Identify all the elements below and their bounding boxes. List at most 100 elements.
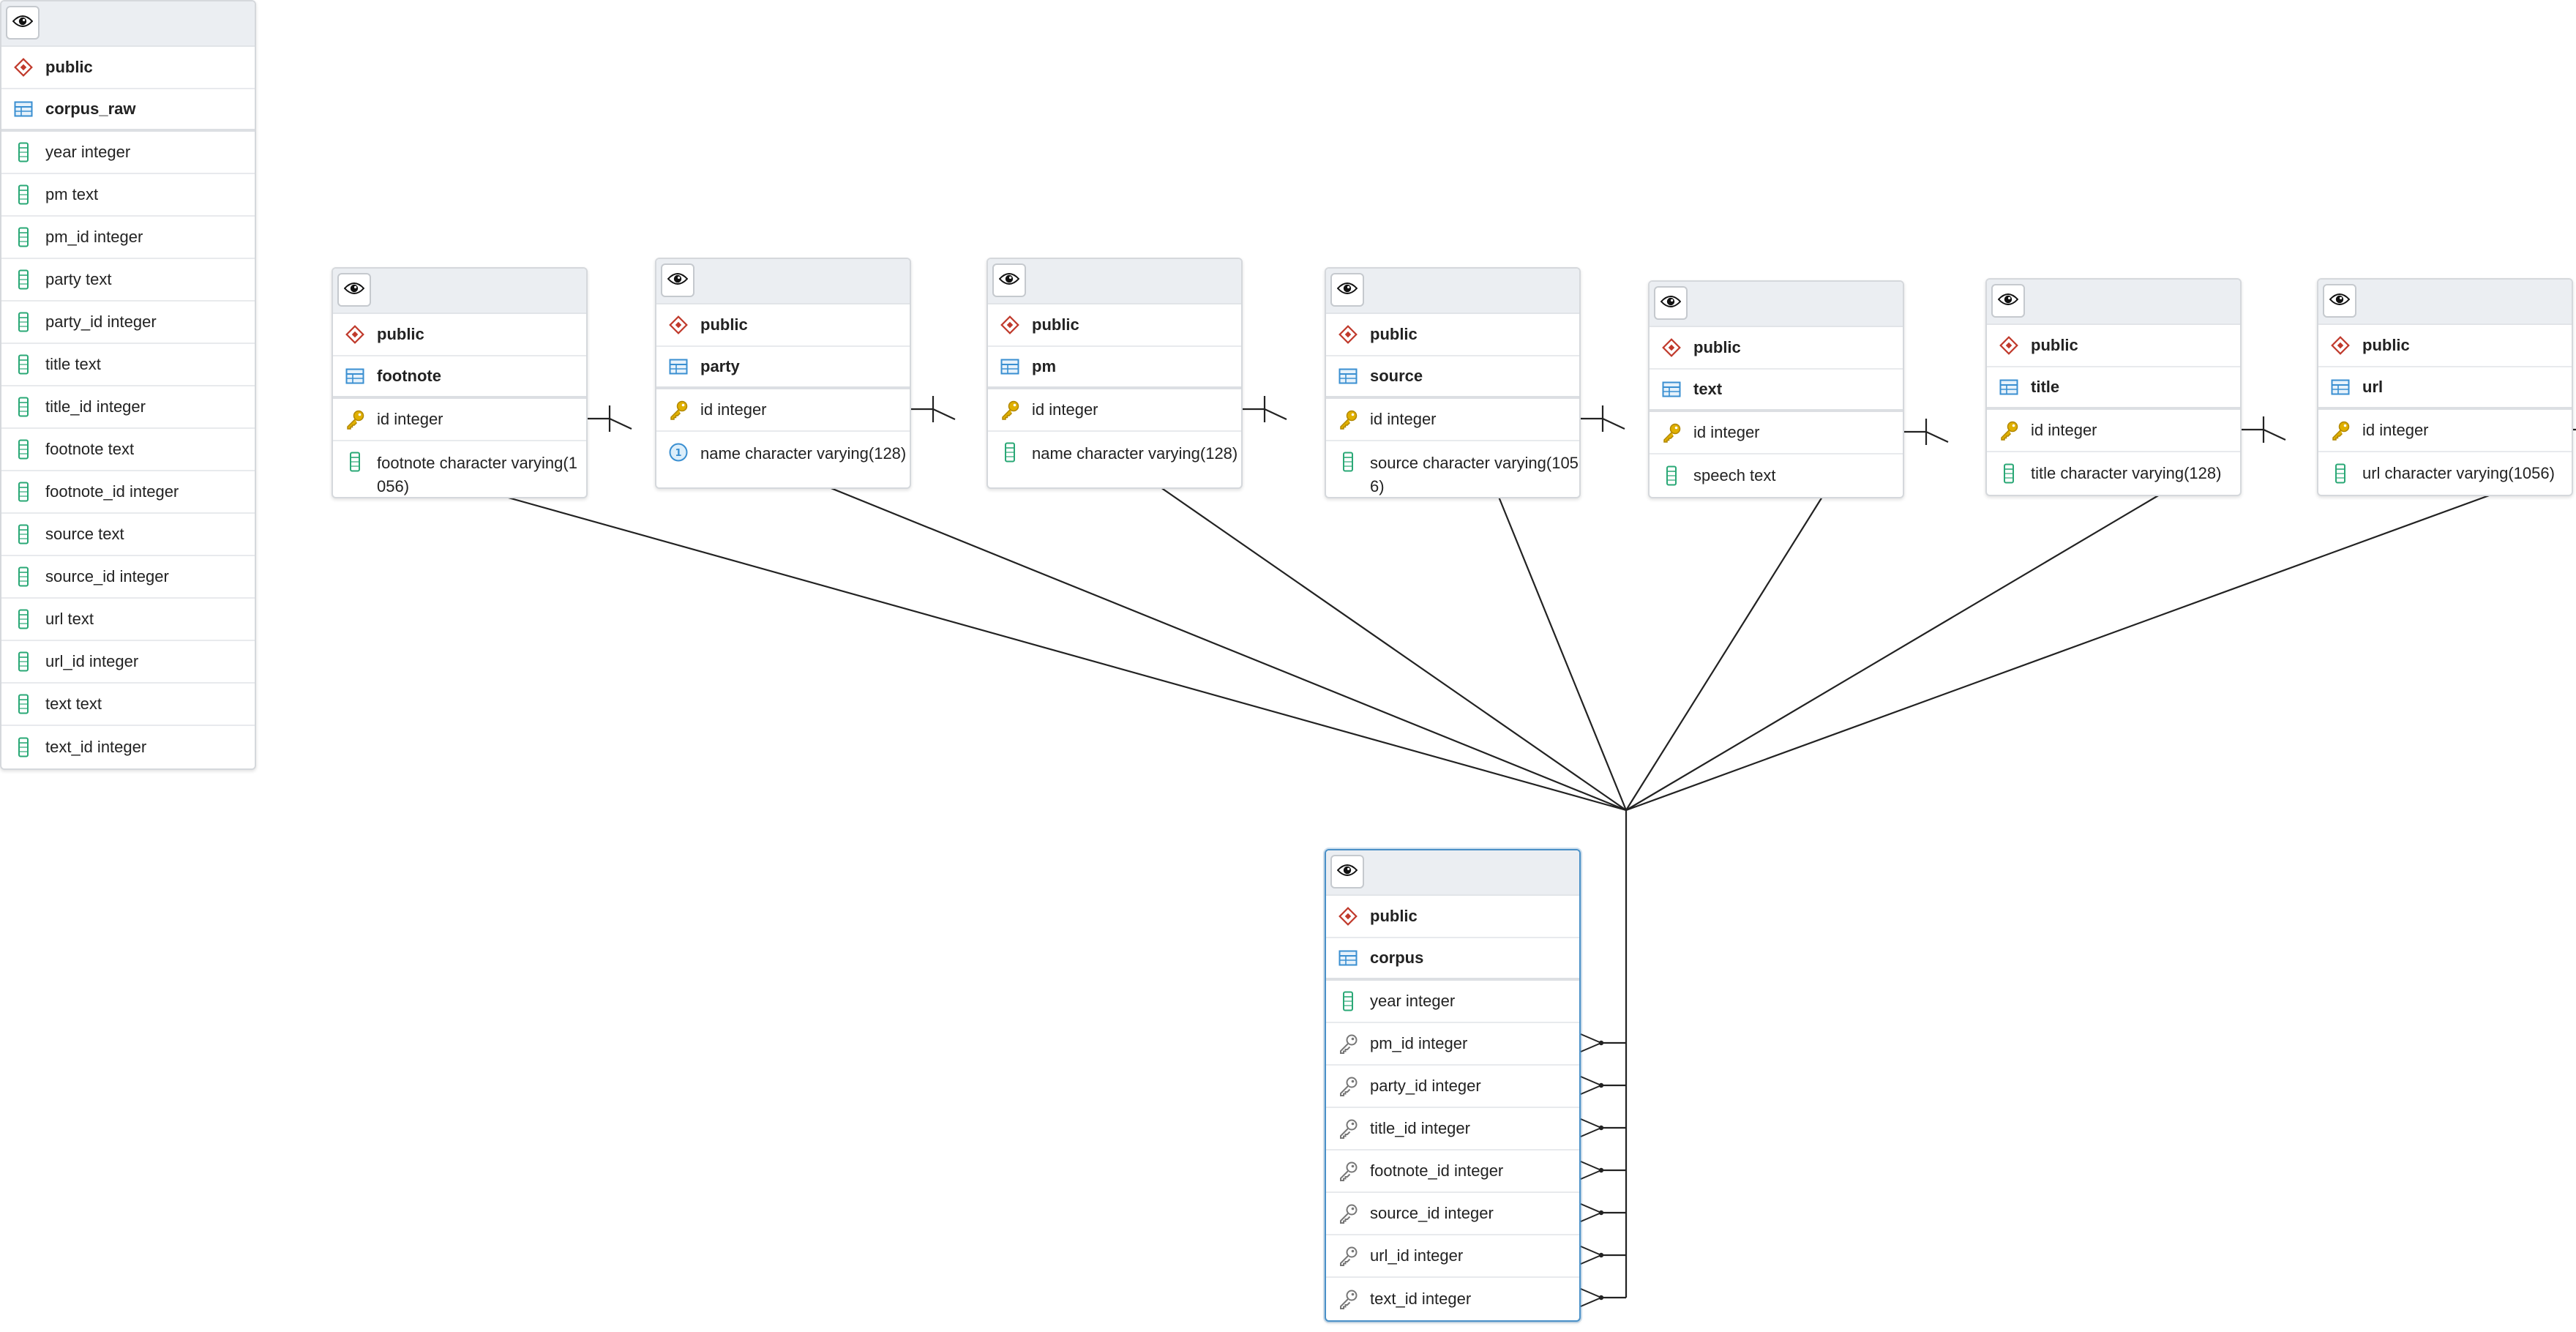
crows-foot-dot	[1598, 1167, 1604, 1173]
table-header[interactable]	[2318, 280, 2572, 325]
crows-foot-dot	[1598, 1040, 1604, 1046]
schema-icon	[1338, 324, 1358, 345]
column-row[interactable]: id integer	[333, 399, 586, 441]
table-header[interactable]	[1650, 282, 1903, 327]
crows-foot-lower	[1580, 1170, 1602, 1180]
toggle-details-button[interactable]	[992, 263, 1026, 297]
eye-icon	[1336, 864, 1358, 880]
column-row[interactable]: url_id integer	[1, 641, 255, 684]
column-row-label: year integer	[1370, 992, 1456, 1010]
column-row[interactable]: id integer	[988, 389, 1241, 432]
column-row-label: source text	[45, 525, 124, 543]
column-row[interactable]: id integer	[656, 389, 910, 432]
column-row[interactable]: title text	[1, 344, 255, 386]
column-row-label: source_id integer	[1370, 1204, 1494, 1222]
column-icon	[13, 142, 34, 162]
column-row[interactable]: id integer	[1650, 412, 1903, 454]
column-row-label: text_id integer	[45, 738, 147, 756]
column-row[interactable]: id integer	[1326, 399, 1579, 441]
column-row[interactable]: text_id integer	[1326, 1278, 1579, 1320]
toggle-details-button[interactable]	[337, 273, 371, 307]
column-row[interactable]: party text	[1, 259, 255, 302]
table-name-row[interactable]: corpus_raw	[1, 89, 255, 132]
table-name-row[interactable]: pm	[988, 347, 1241, 389]
column-row[interactable]: source_id integer	[1326, 1193, 1579, 1235]
column-row[interactable]: url_id integer	[1326, 1235, 1579, 1278]
column-row[interactable]: name character varying(128)	[988, 432, 1241, 487]
column-row[interactable]: party_id integer	[1, 302, 255, 344]
schema-row[interactable]: public	[1650, 327, 1903, 370]
table-header[interactable]	[1987, 280, 2240, 325]
column-row-label: name character varying(128)	[700, 444, 907, 463]
column-row[interactable]: pm_id integer	[1326, 1023, 1579, 1066]
table-name-row[interactable]: footnote	[333, 356, 586, 399]
column-row[interactable]: source_id integer	[1, 556, 255, 599]
column-row[interactable]: text text	[1, 684, 255, 726]
column-row[interactable]: id integer	[2318, 410, 2572, 452]
relationship-line	[1497, 496, 1628, 811]
table-header[interactable]	[1326, 850, 1579, 896]
column-row[interactable]: footnote_id integer	[1326, 1150, 1579, 1193]
column-row[interactable]: footnote_id integer	[1, 471, 255, 514]
table-header[interactable]	[656, 259, 910, 304]
schema-row[interactable]: public	[988, 304, 1241, 347]
column-row-label: id integer	[700, 400, 767, 419]
schema-row[interactable]: public	[1987, 325, 2240, 367]
column-row[interactable]: text_id integer	[1, 726, 255, 768]
column-row[interactable]: url text	[1, 599, 255, 641]
column-row[interactable]: footnote character varying(1056)	[333, 441, 586, 497]
column-row[interactable]: speech text	[1650, 454, 1903, 497]
column-row[interactable]: pm_id integer	[1, 217, 255, 259]
column-row[interactable]: pm text	[1, 174, 255, 217]
table-header[interactable]	[988, 259, 1241, 304]
table-name-row[interactable]: corpus	[1326, 938, 1579, 981]
toggle-details-button[interactable]	[1330, 855, 1364, 888]
table-name-row[interactable]: party	[656, 347, 910, 389]
column-row[interactable]: footnote text	[1, 429, 255, 471]
column-row[interactable]: source text	[1, 514, 255, 556]
schema-row[interactable]: public	[656, 304, 910, 347]
toggle-details-button[interactable]	[6, 6, 40, 40]
column-row[interactable]: title_id integer	[1, 386, 255, 429]
toggle-details-button[interactable]	[1991, 284, 2025, 318]
schema-row[interactable]: public	[2318, 325, 2572, 367]
toggle-details-button[interactable]	[1654, 286, 1688, 320]
column-row[interactable]: year integer	[1326, 981, 1579, 1023]
table-name-row[interactable]: title	[1987, 367, 2240, 410]
column-row[interactable]: url character varying(1056)	[2318, 452, 2572, 495]
column-row-label: pm_id integer	[45, 228, 143, 246]
column-row-label: title character varying(128)	[2031, 464, 2222, 482]
column-row[interactable]: party_id integer	[1326, 1066, 1579, 1108]
table-name-row[interactable]: text	[1650, 370, 1903, 412]
table-header[interactable]	[1326, 269, 1579, 314]
column-row[interactable]: id integer	[1987, 410, 2240, 452]
schema-row[interactable]: public	[1326, 314, 1579, 356]
schema-row[interactable]: public	[333, 314, 586, 356]
column-icon	[13, 312, 34, 332]
column-row[interactable]: title_id integer	[1326, 1108, 1579, 1150]
schema-row[interactable]: public	[1, 47, 255, 89]
toggle-details-button[interactable]	[661, 263, 694, 297]
table-header[interactable]	[333, 269, 586, 314]
toggle-details-button[interactable]	[1330, 273, 1364, 307]
column-row[interactable]: year integer	[1, 132, 255, 174]
table-header[interactable]	[1, 1, 255, 47]
table-name-row[interactable]: url	[2318, 367, 2572, 410]
column-row[interactable]: source character varying(1056)	[1326, 441, 1579, 497]
crows-foot-upper	[1580, 1288, 1602, 1298]
column-row[interactable]: title character varying(128)	[1987, 452, 2240, 495]
schema-row[interactable]: public	[1326, 896, 1579, 938]
toggle-details-button[interactable]	[2323, 284, 2356, 318]
table-name-row[interactable]: source	[1326, 356, 1579, 399]
